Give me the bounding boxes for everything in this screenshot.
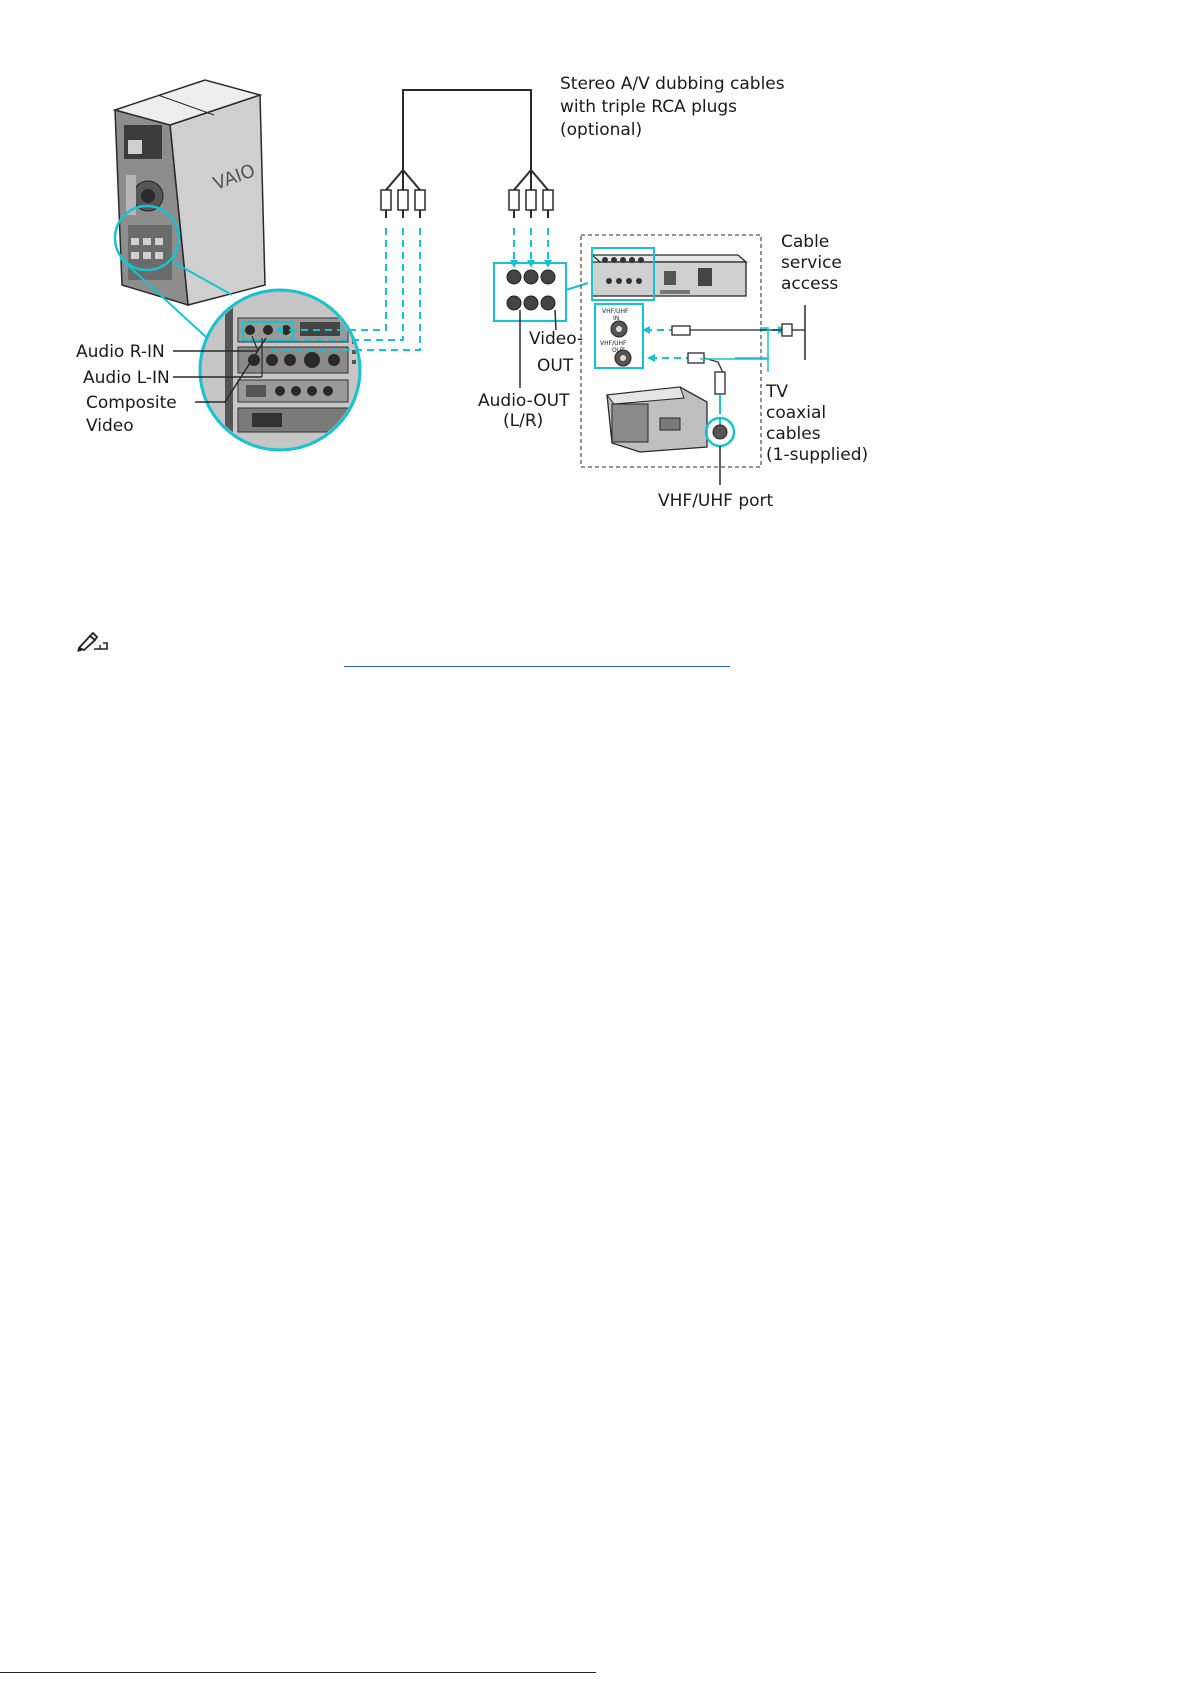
label-dubbing-cables-3: (optional)	[560, 120, 642, 140]
rca-cable-vcr-end	[509, 170, 553, 268]
label-video-out-2: OUT	[537, 356, 574, 376]
svg-text:VHF/UHF: VHF/UHF	[602, 308, 629, 315]
label-dubbing-cables-2: with triple RCA plugs	[560, 97, 737, 117]
label-cable-service-2: service	[781, 253, 842, 273]
label-audio-out: Audio-OUT	[478, 391, 570, 411]
label-tv-coaxial-4: (1-supplied)	[766, 445, 868, 465]
label-composite: Composite	[86, 393, 177, 413]
label-audio-r-in: Audio R-IN	[76, 342, 165, 362]
label-tv-coaxial-3: cables	[766, 424, 821, 444]
vcr-vhf-uhf-panel: VHF/UHF IN VHF/UHF OUT	[595, 304, 643, 368]
label-video: Video	[86, 416, 134, 436]
footer-divider	[0, 1672, 596, 1673]
label-audio-out-lr: (L/R)	[503, 411, 543, 431]
label-dubbing-cables-1: Stereo A/V dubbing cables	[560, 74, 785, 94]
note-row	[76, 626, 1076, 676]
note-link[interactable]	[344, 650, 730, 667]
connection-diagram: VAIO	[0, 0, 1191, 560]
label-video-out: Video-	[529, 329, 583, 349]
label-cable-service-1: Cable	[781, 232, 829, 252]
label-tv-coaxial-2: coaxial	[766, 403, 826, 423]
label-vhf-uhf-port: VHF/UHF port	[658, 491, 774, 511]
label-audio-l-in: Audio L-IN	[83, 368, 170, 388]
label-cable-service-3: access	[781, 274, 838, 294]
magnified-back-panel	[200, 290, 360, 450]
vcr-unit	[592, 248, 746, 300]
label-tv-coaxial-1: TV	[765, 382, 788, 402]
tv-set	[607, 387, 734, 485]
svg-text:VHF/UHF: VHF/UHF	[600, 340, 627, 347]
note-pencil-icon	[76, 626, 112, 652]
